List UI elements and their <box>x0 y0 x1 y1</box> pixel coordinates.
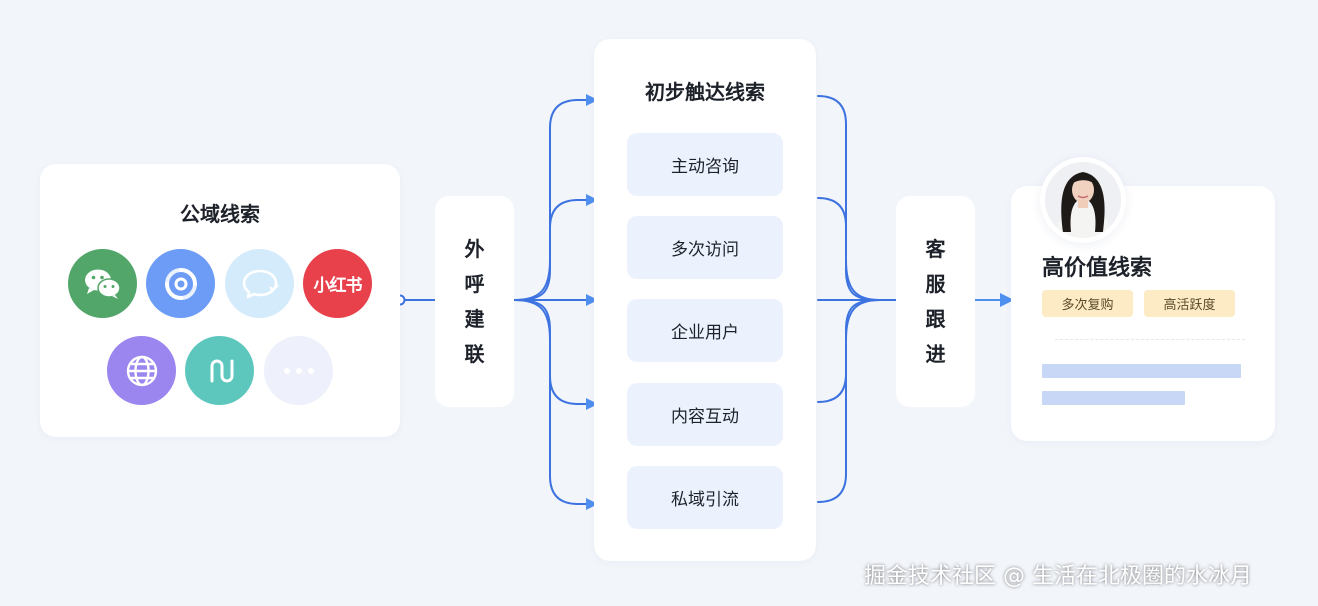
xiaohongshu-icon: 小红书 <box>303 249 372 318</box>
outbound-call-card: 外 呼 建 联 <box>435 196 514 407</box>
xiaohongshu-icon-text: 小红书 <box>313 276 363 296</box>
lead-stage-item: 私域引流 <box>627 466 783 529</box>
arrow-head-1 <box>586 94 598 106</box>
followup-char-1: 客 <box>925 236 946 261</box>
branch-to-item-2 <box>513 199 593 301</box>
wechat-icon <box>68 249 137 318</box>
lead-stage-item: 主动咨询 <box>627 133 783 196</box>
public-leads-title: 公域线索 <box>180 202 260 226</box>
high-value-title: 高价值线索 <box>1042 256 1153 281</box>
initial-leads-title: 初步触达线索 <box>645 80 765 104</box>
outbound-char-2: 呼 <box>464 271 485 296</box>
kuaishou-swirl-icon <box>146 249 215 318</box>
branch-to-item-5 <box>513 299 593 505</box>
watermark: 掘金技术社区 @ 生活在北极圈的水冰月 <box>864 564 1252 589</box>
followup-char-2: 服 <box>925 271 946 296</box>
arrow-head-2 <box>586 194 598 206</box>
chat-bubble-icon <box>225 249 294 318</box>
arrow-head-4 <box>586 398 598 410</box>
initial-leads-card: 初步触达线索 主动咨询 多次访问 企业用户 内容互动 私域引流 <box>594 39 816 561</box>
lead-stage-item: 多次访问 <box>627 216 783 279</box>
followup-char-3: 跟 <box>925 306 946 331</box>
public-leads-card: 公域线索 小红书 <box>40 164 400 437</box>
globe-icon <box>107 336 176 405</box>
tag-high-activity: 高活跃度 <box>1144 290 1235 317</box>
divider <box>1055 339 1245 340</box>
tag-repeat-purchase: 多次复购 <box>1042 290 1133 317</box>
placeholder-bar <box>1042 391 1185 405</box>
merge-from-item-2 <box>817 197 881 301</box>
outbound-char-4: 联 <box>464 341 485 366</box>
avatar <box>1040 157 1126 243</box>
outbound-char-1: 外 <box>464 236 485 261</box>
customer-service-followup-card: 客 服 跟 进 <box>896 196 975 407</box>
arrow-head-5 <box>586 498 598 510</box>
lead-stage-item: 内容互动 <box>627 383 783 446</box>
branch-to-item-4 <box>513 299 593 405</box>
route-icon <box>185 336 254 405</box>
arrow-head-highvalue <box>1000 293 1014 307</box>
more-icon <box>264 336 333 405</box>
outbound-char-3: 建 <box>464 306 485 331</box>
arrow-head-3 <box>586 294 598 306</box>
branch-to-item-1 <box>513 99 593 301</box>
placeholder-bar <box>1042 364 1241 378</box>
merge-from-item-5 <box>817 299 881 503</box>
lead-stage-item: 企业用户 <box>627 299 783 362</box>
followup-char-4: 进 <box>925 341 946 366</box>
